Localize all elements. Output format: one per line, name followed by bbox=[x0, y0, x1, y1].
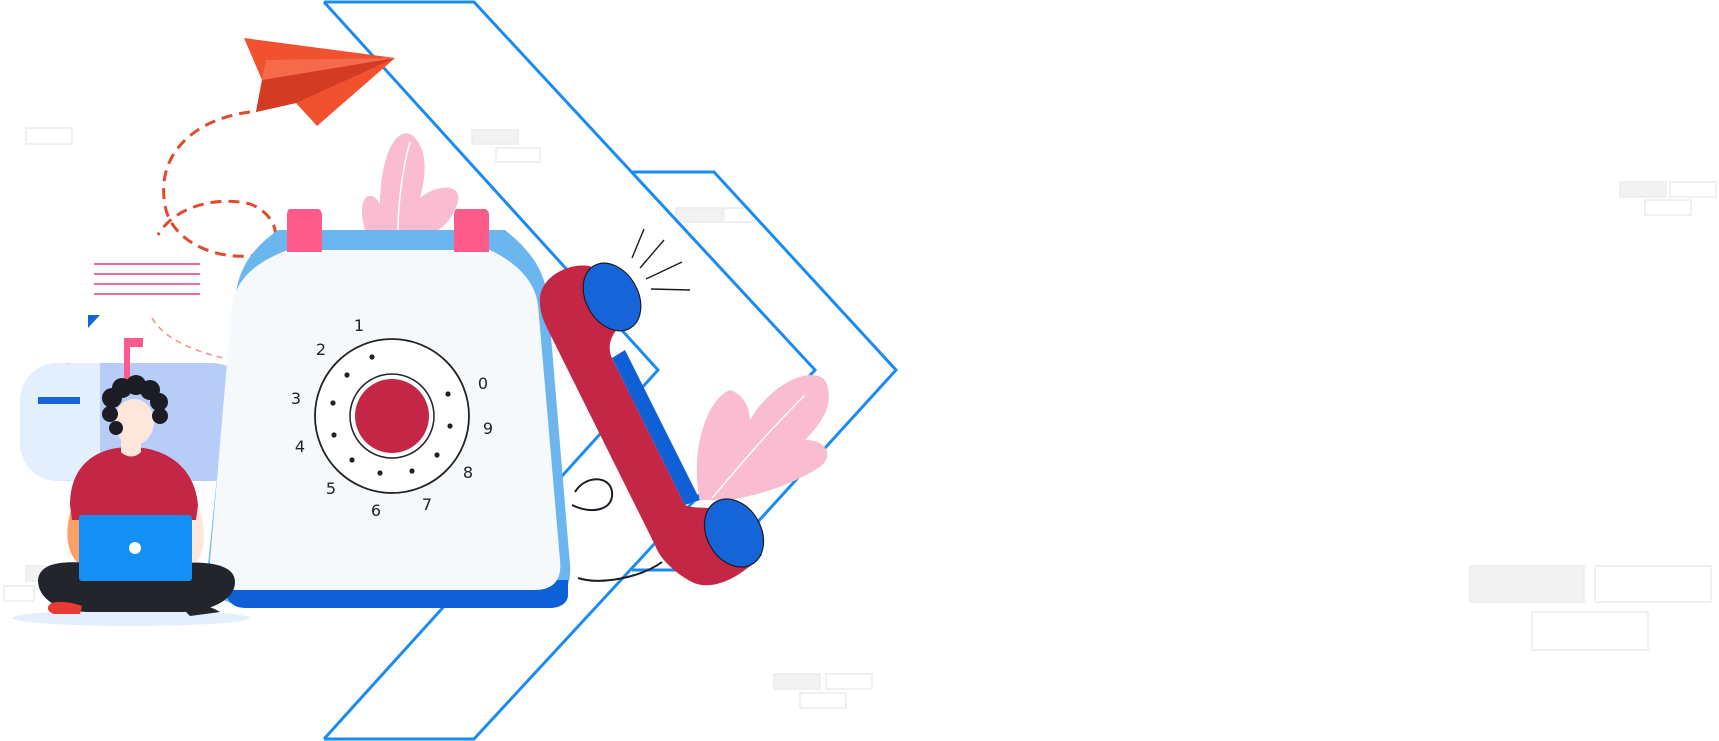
dial-number-3: 3 bbox=[291, 389, 301, 408]
paper-plane-icon bbox=[244, 38, 395, 126]
ringing-lines bbox=[631, 228, 691, 291]
rotary-dial: 1 2 3 4 5 6 7 8 9 0 bbox=[291, 316, 493, 520]
torso bbox=[70, 447, 198, 520]
face bbox=[114, 399, 154, 445]
flight-path-faint bbox=[151, 317, 233, 361]
background-placeholders bbox=[3, 127, 1717, 709]
dial-numbers: 1 2 3 4 5 6 7 8 9 0 bbox=[291, 316, 493, 520]
handset-icon bbox=[539, 262, 765, 586]
dial-number-2: 2 bbox=[316, 340, 326, 359]
flight-path bbox=[156, 110, 277, 258]
shoe-left bbox=[47, 601, 82, 614]
dial-number-4: 4 bbox=[295, 437, 305, 456]
message-lines bbox=[94, 263, 200, 295]
person-with-laptop bbox=[12, 375, 250, 626]
corner-marker bbox=[88, 315, 100, 328]
dial-number-8: 8 bbox=[463, 463, 473, 482]
hair bbox=[102, 375, 168, 435]
dial-number-0: 0 bbox=[478, 374, 488, 393]
dial-number-9: 9 bbox=[483, 419, 493, 438]
phone-cord bbox=[571, 478, 663, 582]
leaf-veins bbox=[397, 141, 806, 499]
dial-number-6: 6 bbox=[371, 501, 381, 520]
dial-number-5: 5 bbox=[326, 479, 336, 498]
dial-number-7: 7 bbox=[422, 495, 432, 514]
leaf-icon bbox=[361, 133, 829, 500]
dial-number-1: 1 bbox=[354, 316, 364, 335]
shoe-right bbox=[180, 605, 220, 616]
laptop-icon bbox=[79, 515, 192, 581]
dial-finger-holes bbox=[330, 354, 453, 476]
